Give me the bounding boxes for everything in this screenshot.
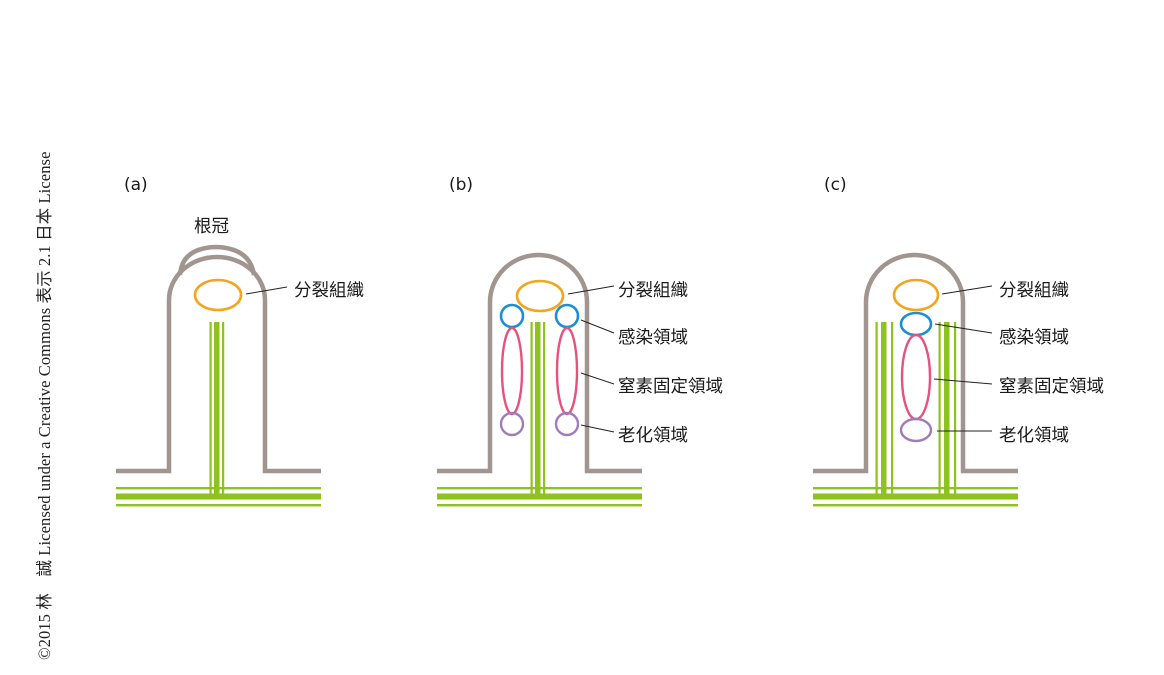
callout-senescence-zone: 老化領域 bbox=[618, 426, 688, 446]
leader-line-infection bbox=[934, 323, 993, 334]
callout-meristem: 分裂組織 bbox=[294, 281, 364, 301]
panel-c-label: (c) bbox=[824, 175, 847, 195]
nodule-vascular-bundle bbox=[530, 322, 546, 497]
fixation-zone bbox=[900, 333, 932, 421]
panel-b: (b) 分裂組織 感染領域 窒素固定領域 老化領域 bbox=[437, 175, 723, 507]
leader-line-infection bbox=[580, 319, 615, 334]
root-cap-outline bbox=[177, 244, 257, 276]
leader-line-meristem bbox=[567, 285, 615, 295]
leader-line-fixation bbox=[933, 378, 993, 385]
fixation-zone-left bbox=[500, 326, 524, 416]
callout-meristem: 分裂組織 bbox=[618, 281, 688, 301]
panel-b-label: (b) bbox=[449, 175, 473, 195]
root-cap-label: 根冠 bbox=[194, 217, 229, 237]
callout-senescence-zone: 老化領域 bbox=[999, 426, 1069, 446]
callout-infection-zone: 感染領域 bbox=[999, 328, 1069, 348]
senescence-zone-left bbox=[499, 411, 525, 437]
panel-a: (a) 根冠 分裂組織 bbox=[116, 175, 364, 507]
nodule-vascular-bundle-left bbox=[875, 322, 894, 497]
infection-zone bbox=[899, 311, 933, 337]
panel-c: (c) 分裂組織 感染領域 窒素固定領域 老化領域 bbox=[813, 175, 1104, 507]
nodule-outline bbox=[437, 252, 642, 474]
nodule-vascular-bundle-right bbox=[938, 322, 957, 497]
leader-line-meristem bbox=[941, 285, 993, 295]
fixation-zone-right bbox=[555, 326, 579, 416]
infection-zone-left bbox=[499, 303, 525, 329]
senescence-zone bbox=[899, 417, 933, 443]
parent-root-vascular bbox=[813, 487, 1018, 507]
leader-line-senescence bbox=[580, 424, 615, 433]
callout-fixation-zone: 窒素固定領域 bbox=[999, 377, 1104, 397]
callout-infection-zone: 感染領域 bbox=[618, 328, 688, 348]
nodule-outline bbox=[813, 252, 1018, 474]
callout-meristem: 分裂組織 bbox=[999, 281, 1069, 301]
infection-zone-right bbox=[554, 303, 580, 329]
meristem-ellipse bbox=[515, 279, 565, 313]
callout-fixation-zone: 窒素固定領域 bbox=[618, 377, 723, 397]
panel-a-label: (a) bbox=[124, 175, 148, 195]
leader-line-fixation bbox=[580, 372, 615, 385]
meristem-ellipse bbox=[193, 278, 243, 312]
meristem-ellipse bbox=[892, 278, 940, 312]
root-outline bbox=[116, 254, 321, 474]
root-vascular-bundle bbox=[209, 322, 225, 497]
senescence-zone-right bbox=[554, 411, 580, 437]
leader-line-meristem bbox=[245, 286, 288, 295]
